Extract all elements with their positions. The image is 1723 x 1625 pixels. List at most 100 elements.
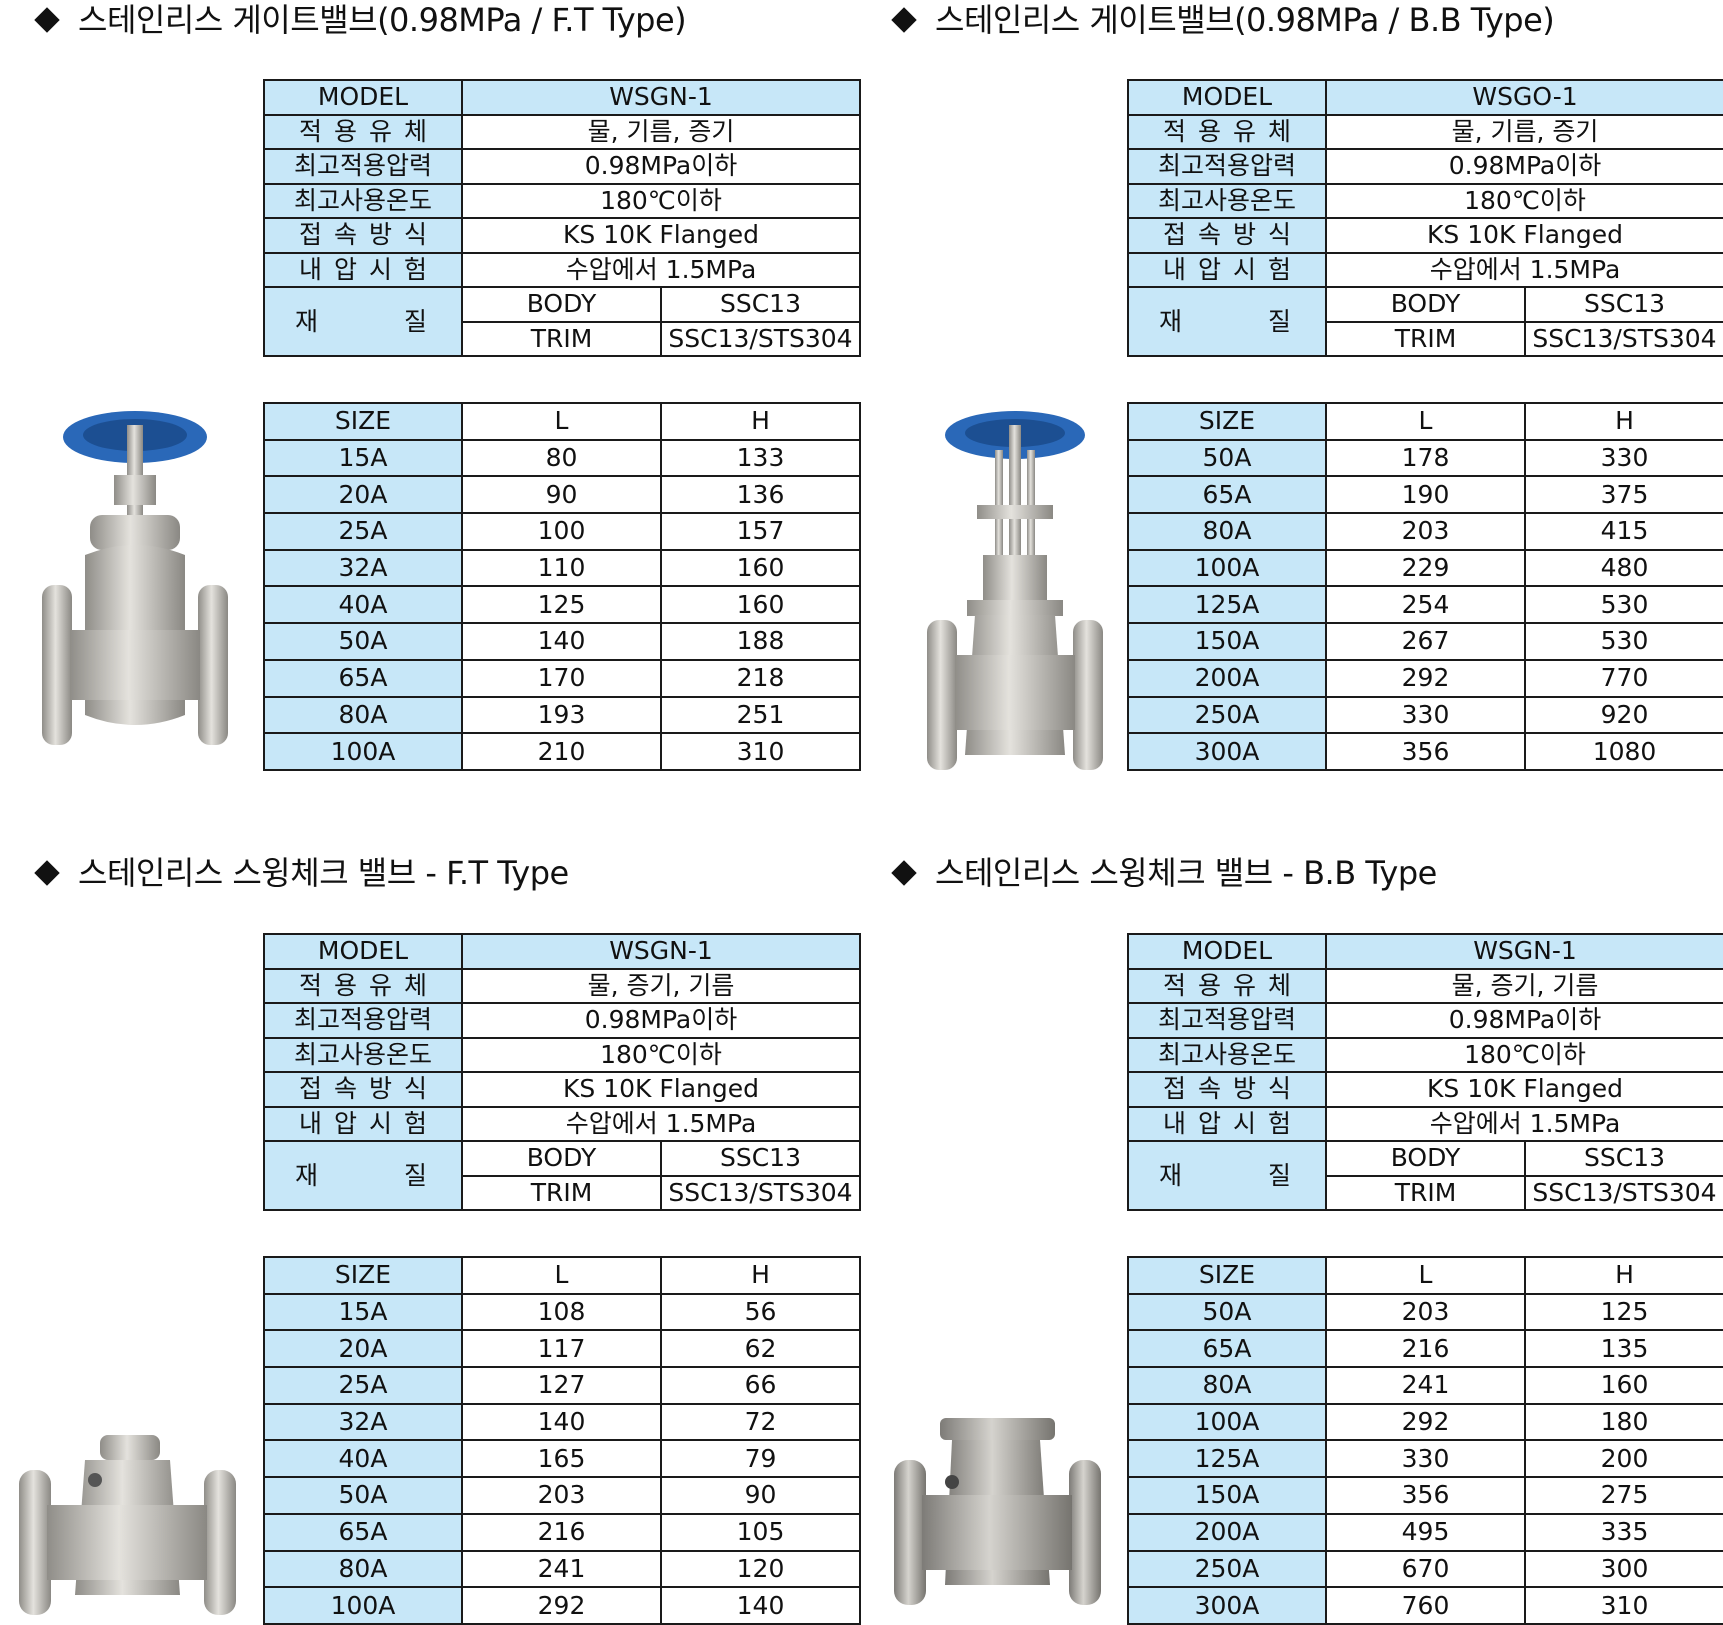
- conn-label: 접속방식: [1127, 1071, 1327, 1108]
- body-value: SSC13: [660, 286, 861, 323]
- size-cell: 150A: [1127, 622, 1327, 661]
- h-cell: 136: [660, 475, 861, 515]
- model-label: MODEL: [263, 933, 463, 970]
- size-cell: 100A: [263, 732, 463, 771]
- h-cell: 200: [1524, 1439, 1723, 1479]
- section-title: 스테인리스 게이트밸브(0.98MPa / B.B Type): [887, 0, 1555, 40]
- l-cell: 100: [461, 512, 662, 551]
- l-cell: 229: [1325, 548, 1526, 588]
- l-cell: 241: [461, 1549, 662, 1589]
- size-cell: 15A: [263, 438, 463, 478]
- trim-value: SSC13/STS304: [1523, 320, 1723, 357]
- size-cell: 50A: [263, 622, 463, 661]
- model-label: MODEL: [1127, 79, 1327, 116]
- diamond-bullet-icon: [891, 7, 917, 33]
- trim-value: SSC13/STS304: [660, 320, 861, 357]
- trim-label: TRIM: [461, 1174, 662, 1211]
- l-cell: 117: [461, 1329, 662, 1369]
- temp-value: 180℃이하: [1324, 182, 1723, 219]
- section-title-text: 스테인리스 스윙체크 밸브 - B.B Type: [935, 854, 1437, 892]
- trim-label: TRIM: [1325, 320, 1526, 357]
- diamond-bullet-icon: [34, 860, 60, 886]
- l-cell: 495: [1325, 1512, 1526, 1552]
- l-cell: 108: [461, 1292, 662, 1332]
- temp-label: 최고사용온도: [1127, 1036, 1327, 1073]
- test-label: 내압시험: [1127, 1105, 1327, 1142]
- l-cell: 140: [461, 622, 662, 661]
- size-cell: 65A: [263, 1512, 463, 1552]
- h-cell: 72: [660, 1402, 861, 1442]
- size-cell: 250A: [1127, 695, 1327, 735]
- trim-value: SSC13/STS304: [1524, 1174, 1723, 1211]
- size-cell: 15A: [263, 1292, 463, 1332]
- conn-value: KS 10K Flanged: [1324, 217, 1723, 254]
- temp-label: 최고사용온도: [263, 182, 463, 219]
- size-cell: 80A: [263, 1549, 463, 1589]
- h-cell: 188: [660, 622, 861, 661]
- l-cell: 127: [461, 1366, 662, 1405]
- pressure-label: 최고적용압력: [1127, 1002, 1327, 1039]
- size-cell: 50A: [263, 1476, 463, 1515]
- size-cell: 300A: [1127, 1586, 1327, 1625]
- size-cell: 125A: [1127, 1439, 1327, 1479]
- h-cell: 79: [660, 1439, 861, 1479]
- l-cell: 267: [1325, 622, 1526, 661]
- l-cell: 356: [1325, 732, 1526, 771]
- h-cell: 120: [660, 1549, 861, 1589]
- h-cell: 300: [1524, 1549, 1723, 1589]
- l-cell: 216: [1325, 1329, 1526, 1369]
- h-cell: 140: [660, 1586, 861, 1625]
- l-cell: 292: [1325, 1402, 1526, 1442]
- model-value: WSGO-1: [1324, 79, 1723, 116]
- h-cell: 160: [660, 548, 861, 588]
- size-cell: 80A: [1127, 1366, 1327, 1405]
- fluid-label: 적용유체: [263, 113, 463, 150]
- h-cell: 218: [660, 658, 861, 698]
- model-value: WSGN-1: [461, 933, 861, 970]
- l-cell: 125: [461, 585, 662, 625]
- size-cell: 25A: [263, 512, 463, 551]
- h-cell: 335: [1524, 1512, 1723, 1552]
- pressure-label: 최고적용압력: [263, 148, 463, 185]
- l-cell: 241: [1325, 1366, 1526, 1405]
- test-label: 내압시험: [1127, 251, 1327, 288]
- size-cell: 150A: [1127, 1476, 1327, 1515]
- size-header: SIZE: [1127, 1256, 1327, 1295]
- h-cell: 133: [660, 438, 861, 478]
- size-cell: 40A: [263, 585, 463, 625]
- section-title: 스테인리스 스윙체크 밸브 - B.B Type: [887, 853, 1437, 893]
- h-cell: 105: [660, 1512, 861, 1552]
- fluid-label: 적용유체: [1127, 113, 1327, 150]
- l-cell: 330: [1325, 1439, 1526, 1479]
- size-cell: 125A: [1127, 585, 1327, 625]
- test-label: 내압시험: [263, 1105, 463, 1142]
- model-value: WSGN-1: [1325, 933, 1723, 970]
- size-cell: 40A: [263, 1439, 463, 1479]
- gate-valve-bb-image: [927, 411, 1103, 770]
- test-value: 수압에서 1.5MPa: [1324, 251, 1723, 288]
- fluid-value: 물, 기름, 증기: [461, 113, 861, 150]
- size-cell: 20A: [263, 475, 463, 515]
- l-cell: 210: [461, 732, 662, 771]
- h-cell: 56: [660, 1292, 861, 1332]
- model-label: MODEL: [1127, 933, 1327, 970]
- h-cell: 480: [1524, 548, 1723, 588]
